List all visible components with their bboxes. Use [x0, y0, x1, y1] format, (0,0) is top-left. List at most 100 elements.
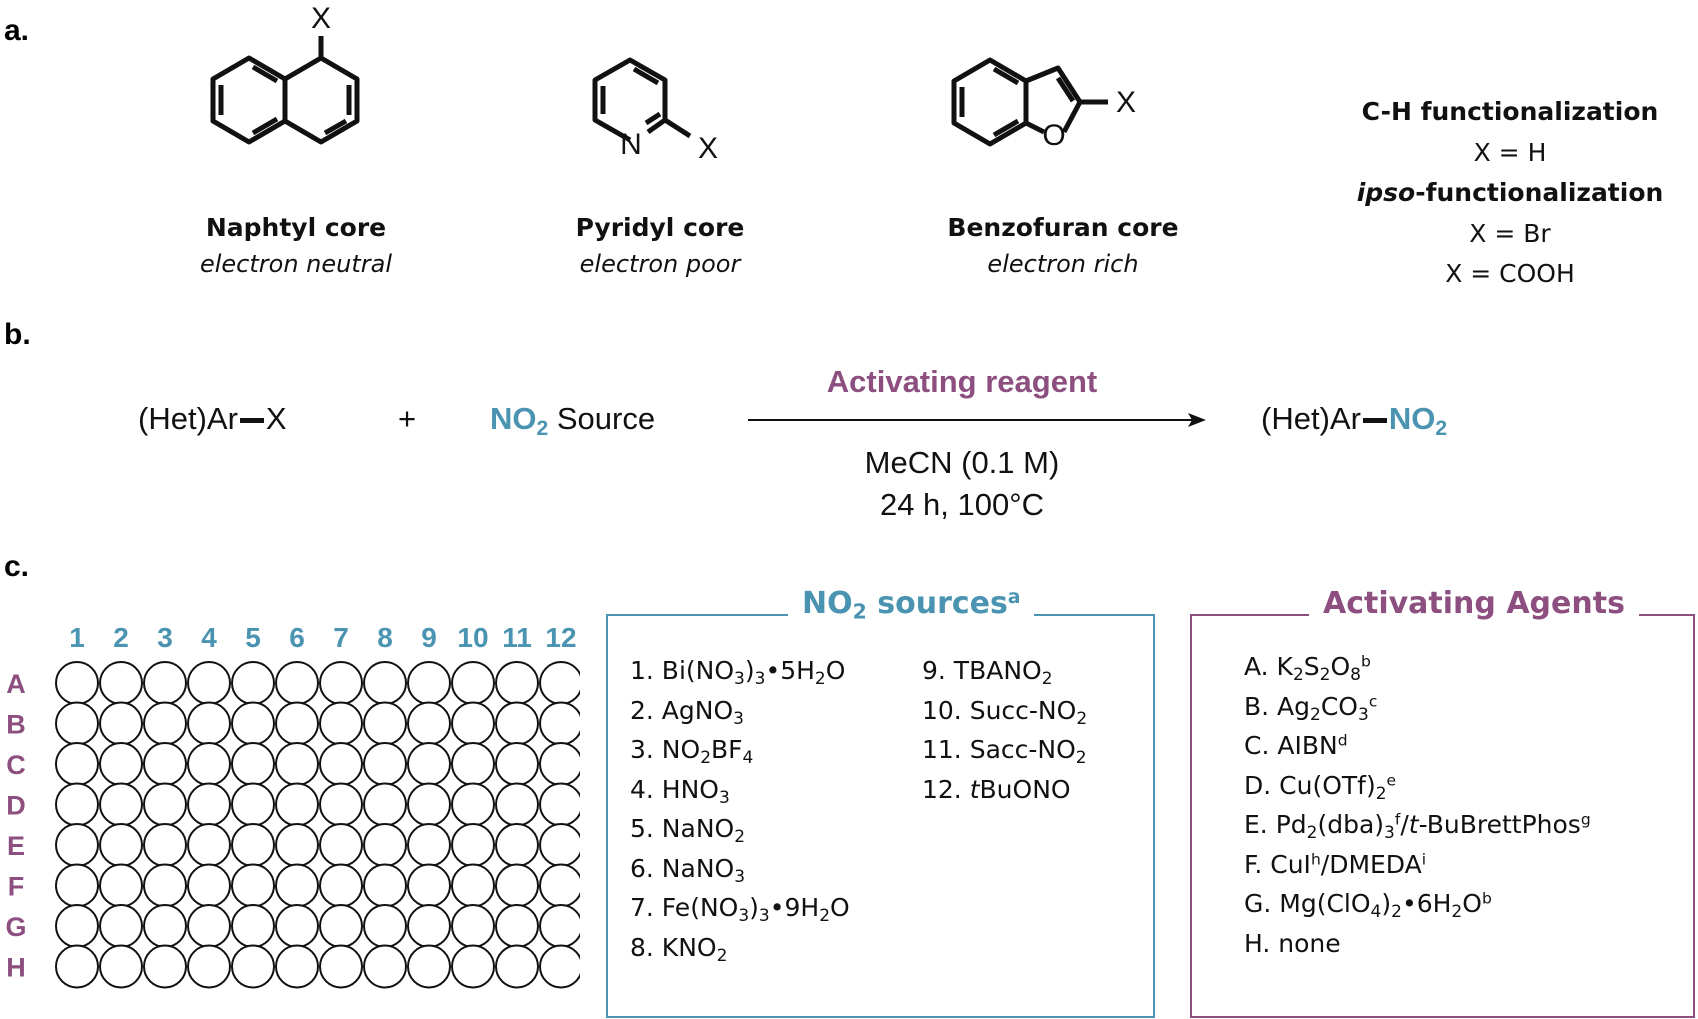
- pyridyl-x-label: X: [698, 132, 718, 165]
- plate-well: [451, 904, 495, 948]
- no2-source-item: 11. Sacc-NO2: [922, 735, 1087, 768]
- plate-well: [539, 944, 580, 989]
- plate-well: [451, 742, 495, 786]
- plate-well: [319, 782, 363, 827]
- reactant-bond: [239, 418, 264, 424]
- arrow-bottom-conditions: 24 h, 100°C: [879, 487, 1045, 522]
- plate-well: [187, 823, 231, 867]
- product-bond: [1362, 418, 1387, 424]
- plate-well: [275, 661, 319, 705]
- plate-well: [55, 782, 99, 827]
- activating-agent-item: C. AIBNd: [1244, 731, 1348, 760]
- plate-well: [55, 661, 99, 705]
- plate-well: [451, 823, 495, 867]
- plate-well: [143, 944, 187, 989]
- plate-well: [55, 742, 99, 786]
- no2-source-item: 1. Bi(NO3)3•5H2O: [630, 656, 846, 689]
- source-word: Source: [556, 401, 656, 436]
- activating-agent-item: H. none: [1244, 928, 1341, 958]
- no2-source-item: 9. TBANO2: [922, 656, 1053, 689]
- plate-well: [187, 742, 231, 786]
- plate-well: [363, 661, 407, 705]
- plate-well: [187, 904, 231, 948]
- plate-well: [495, 661, 539, 705]
- reactant-x: X: [265, 401, 287, 436]
- no2-sources-title: NO2 sourcesa: [788, 586, 1035, 624]
- plate-well: [539, 863, 580, 908]
- plate-row-label: F: [8, 872, 25, 902]
- plate-column-label: 4: [201, 622, 217, 653]
- activating-agent-item: B. Ag2CO3c: [1244, 691, 1378, 725]
- plate-well: [143, 823, 187, 867]
- plate-well: [495, 701, 539, 746]
- plate-well: [539, 701, 580, 746]
- plate-row-label: H: [6, 953, 26, 983]
- activating-agent-item: A. K2S2O8b: [1244, 652, 1371, 685]
- plate-column-label: 11: [502, 622, 532, 653]
- plate-well: [187, 661, 231, 705]
- plate-well: [451, 701, 495, 746]
- plate-well: [363, 742, 407, 786]
- activating-agent-item: E. Pd2(dba)3f/t-BuBrettPhosg: [1244, 810, 1591, 843]
- plate-well: [231, 701, 275, 746]
- plate-well: [143, 904, 187, 948]
- naphthyl-x-label: X: [311, 2, 331, 35]
- activating-agents-title: Activating Agents: [1309, 586, 1639, 621]
- benzofuran-structure: O X: [951, 57, 1136, 152]
- plate-well: [231, 904, 275, 948]
- plate-column-label: 10: [457, 622, 488, 653]
- no2-source-item: 12. tBuONO: [922, 774, 1071, 804]
- plate-well: [539, 904, 580, 948]
- ch-functionalization-value: X = H: [1473, 138, 1547, 167]
- ipso-value-br: X = Br: [1469, 219, 1551, 248]
- plate-well: [407, 823, 451, 867]
- plate-well: [407, 701, 451, 746]
- plate-well: [495, 904, 539, 948]
- plate-well: [275, 701, 319, 746]
- plate-well: [407, 782, 451, 827]
- plate-well: [143, 782, 187, 827]
- plate-well: [319, 944, 363, 989]
- plate-well: [231, 742, 275, 786]
- naphthyl-core-name: Naphtyl core: [205, 213, 387, 242]
- plate-row-label: G: [5, 912, 26, 942]
- benzofuran-x-label: X: [1116, 86, 1136, 119]
- plate-well: [275, 782, 319, 827]
- plate-well: [319, 863, 363, 908]
- ipso-functionalization-title: ipso-functionalization: [1330, 178, 1690, 207]
- plate-well: [363, 701, 407, 746]
- plate-well: [143, 661, 187, 705]
- plate-well: [539, 823, 580, 867]
- pyridine-structure: N X: [592, 57, 718, 165]
- plate-well: [319, 904, 363, 948]
- plate-well: [275, 904, 319, 948]
- plate-well: [187, 701, 231, 746]
- plate-well: [143, 742, 187, 786]
- plate-well: [407, 661, 451, 705]
- activating-agent-item: D. Cu(OTf)2e: [1244, 770, 1397, 804]
- plate-column-label: 8: [377, 622, 393, 653]
- plate-well: [55, 701, 99, 746]
- naphthyl-core-subtitle: electron neutral: [199, 250, 393, 278]
- plate-well: [407, 904, 451, 948]
- no2-formula: NO2: [490, 401, 549, 440]
- plate-column-label: 6: [289, 622, 305, 653]
- plate-well: [275, 742, 319, 786]
- plate-well: [495, 823, 539, 867]
- reactant: (Het)Ar X: [138, 401, 287, 437]
- pyridyl-core-subtitle: electron poor: [579, 250, 741, 278]
- plate-well: [451, 863, 495, 908]
- reactant-het-ar: (Het)Ar: [138, 401, 238, 436]
- ipso-value-cooh: X = COOH: [1445, 259, 1575, 288]
- no2-source: NO2 Source: [490, 401, 655, 441]
- benzofuran-core-subtitle: electron rich: [987, 250, 1139, 278]
- plate-row-label: D: [6, 791, 26, 821]
- plate-well: [495, 782, 539, 827]
- activating-agent-item: F. CuIh/DMEDAi: [1244, 849, 1427, 879]
- plate-well: [495, 863, 539, 908]
- arrow-top-label: Activating reagent: [826, 364, 1098, 399]
- plate-well: [99, 742, 143, 786]
- pyridyl-n-label: N: [620, 128, 642, 161]
- plate-row-label: C: [6, 750, 26, 780]
